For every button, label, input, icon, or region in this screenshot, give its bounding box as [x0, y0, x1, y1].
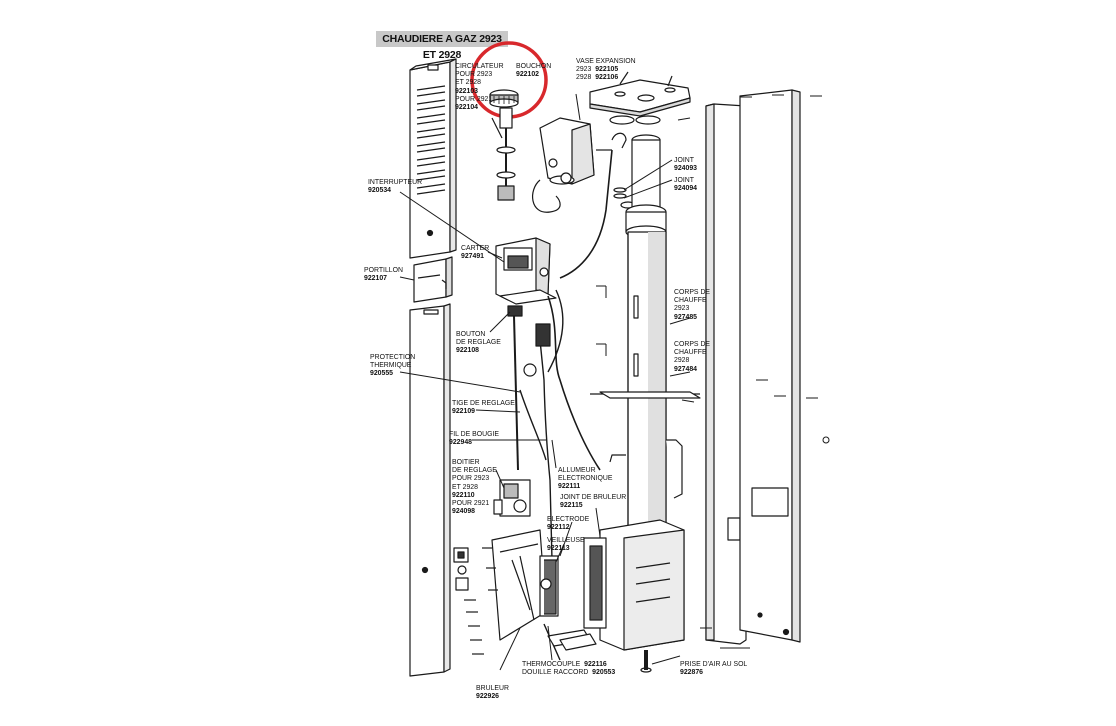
burner-assembly	[491, 529, 597, 661]
heat-exchanger-column	[590, 134, 701, 533]
label-veilleuse: VEILLEUSE 922113	[547, 535, 585, 553]
top-plate	[589, 71, 691, 117]
label-circulateur: CIRCULATEUR POUR 2923 ET 2928 922103 POU…	[455, 61, 504, 112]
label-tige-reglage: TIGE DE REGLAGE 922109	[452, 398, 515, 416]
right-casing-panel	[705, 103, 747, 645]
label-protection-thermique: PROTECTION THERMIQUE 920555	[370, 352, 416, 378]
combustion-box	[583, 519, 685, 673]
vase-expansion	[532, 117, 612, 213]
label-joint-1: JOINT 924093	[674, 155, 698, 173]
label-portillon: PORTILLON 922107	[364, 265, 403, 283]
label-corps-2928: CORPS DE CHAUFFE 2928 927484	[674, 339, 711, 373]
screw-parts	[453, 547, 498, 655]
label-bouchon: BOUCHON 922102	[516, 61, 552, 79]
circulateur-rod	[491, 107, 516, 201]
gas-valve	[493, 479, 531, 517]
screw-arrows	[677, 94, 830, 649]
carter-control-box	[495, 237, 557, 305]
label-boitier-reglage: BOITIER DE REGLAGE POUR 2923 ET 2928 922…	[452, 457, 497, 516]
control-wiring	[507, 149, 613, 561]
diagram-title: CHAUDIERE A GAZ 2923 ET 2928	[376, 31, 508, 61]
label-allumeur: ALLUMEUR ELECTRONIQUE 922111	[558, 465, 613, 491]
label-thermocouple: THERMOCOUPLE 922116 DOUILLE RACCORD 9205…	[522, 659, 616, 677]
leader-lines	[399, 93, 691, 671]
label-carter: CARTER 927491	[461, 243, 490, 261]
label-joint-2: JOINT 924094	[674, 175, 698, 193]
label-electrode: ELECTRODE 922112	[547, 514, 590, 532]
label-fil-bougie: FIL DE BOUGIE 922948	[449, 429, 499, 447]
label-prise-air: PRISE D'AIR AU SOL 922876	[680, 659, 748, 677]
label-vase-expansion: VASE EXPANSION 2923 922105 2928 922106	[576, 56, 636, 82]
side-pins	[596, 285, 607, 356]
label-interrupteur: INTERRUPTEUR 920534	[368, 177, 423, 195]
rear-panel	[739, 89, 801, 643]
front-panel-top	[409, 58, 457, 259]
label-bouton-reglage: BOUTON DE REGLAGE 922108	[456, 329, 501, 355]
label-corps-2923: CORPS DE CHAUFFE 2923 927485	[674, 287, 711, 321]
label-joint-bruleur: JOINT DE BRULEUR 922115	[560, 492, 627, 510]
side-pipe	[609, 439, 683, 499]
portillon-door	[413, 256, 453, 303]
bouchon-cap	[489, 89, 519, 108]
label-bruleur: BRULEUR 922926	[476, 683, 509, 701]
front-panel-bottom	[409, 303, 451, 677]
